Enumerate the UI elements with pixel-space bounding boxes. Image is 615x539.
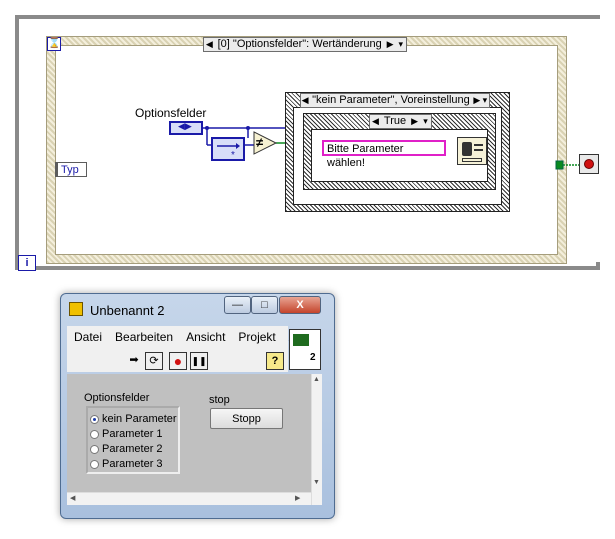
dialog-icon-line xyxy=(474,144,483,146)
dialog-icon-button xyxy=(462,158,482,162)
not-equal-node[interactable] xyxy=(253,131,278,155)
selector-prev-icon[interactable]: ◀ xyxy=(205,39,213,49)
block-diagram-wires xyxy=(203,123,580,170)
menu-bar: Datei Bearbeiten Ansicht Projekt Aus xyxy=(67,326,309,348)
horizontal-scrollbar[interactable]: ◀ ▶ xyxy=(67,492,311,505)
run-continuously-button[interactable]: ⟳ xyxy=(145,352,163,370)
radio-option-parameter-3[interactable]: Parameter 3 xyxy=(90,458,163,470)
event-case-label: [0] "Optionsfelder": Wertänderung xyxy=(217,38,382,50)
outer-prev-icon[interactable]: ◀ xyxy=(301,95,309,105)
inner-dropdown-icon[interactable]: ▾ xyxy=(423,116,428,126)
case-selector-outer[interactable]: ◀ "kein Parameter", Voreinstellung ▶ ▾ xyxy=(300,93,490,108)
radio-button-group xyxy=(86,406,180,474)
context-help-button[interactable]: ? xyxy=(266,352,284,370)
pause-button[interactable]: ❚❚ xyxy=(190,352,208,370)
outer-dropdown-icon[interactable]: ▾ xyxy=(482,95,488,105)
optionsfelder-terminal-label: Optionsfelder xyxy=(135,106,207,120)
outer-next-icon[interactable]: ▶ xyxy=(473,95,481,105)
radio-unselected-icon xyxy=(90,444,99,454)
event-case-selector[interactable]: ◀ [0] "Optionsfelder": Wertänderung ▶ ▾ xyxy=(203,37,407,52)
scroll-up-icon[interactable]: ▲ xyxy=(313,376,320,383)
stop-button-label: stop xyxy=(209,394,230,406)
optionsfelder-terminal[interactable]: ◀▶ xyxy=(169,121,203,135)
wire-junction-2 xyxy=(246,126,250,130)
one-button-dialog-icon[interactable] xyxy=(457,137,487,165)
labview-app-icon xyxy=(69,302,83,316)
inner-next-icon[interactable]: ▶ xyxy=(411,116,419,126)
wire-junction xyxy=(205,126,209,130)
radio-option-label: kein Parameter xyxy=(102,413,177,425)
default-node-arrowhead xyxy=(236,143,240,149)
inner-case-label: True xyxy=(383,115,407,127)
radio-option-label: Parameter 3 xyxy=(102,458,163,470)
radio-selected-icon xyxy=(90,414,99,424)
close-button[interactable]: X xyxy=(279,296,321,314)
window-title: Unbenannt 2 xyxy=(90,303,165,318)
abort-button[interactable]: ● xyxy=(169,352,187,370)
radio-option-label: Parameter 2 xyxy=(102,443,163,455)
stop-button[interactable]: Stopp xyxy=(210,408,283,429)
menu-datei[interactable]: Datei xyxy=(74,330,103,344)
dialog-icon-person xyxy=(462,142,472,156)
while-loop-corner xyxy=(596,262,600,270)
vi-icon[interactable]: 2 xyxy=(289,329,321,370)
vi-icon-number: 2 xyxy=(310,352,316,363)
case-selector-inner[interactable]: ◀ True ▶ ▾ xyxy=(369,114,432,129)
dialog-icon-line-2 xyxy=(474,149,483,151)
menu-projekt[interactable]: Projekt xyxy=(238,330,276,344)
scroll-left-icon[interactable]: ◀ xyxy=(70,495,76,502)
loop-stop-terminal[interactable] xyxy=(579,154,599,174)
default-node-glyph: * xyxy=(231,150,235,161)
stop-tunnel[interactable] xyxy=(555,160,564,170)
radio-option-label: Parameter 1 xyxy=(102,428,163,440)
scroll-right-icon[interactable]: ▶ xyxy=(295,495,301,502)
menu-bearbeiten[interactable]: Bearbeiten xyxy=(115,330,174,344)
default-value-node[interactable] xyxy=(211,137,245,161)
compare-symbol: ≠ xyxy=(256,135,264,150)
radio-option-parameter-2[interactable]: Parameter 2 xyxy=(90,443,163,455)
string-constant[interactable]: Bitte Parameter wählen! xyxy=(322,140,446,169)
vi-icon-screen xyxy=(293,334,309,346)
run-button[interactable]: ➡ xyxy=(129,354,139,366)
radio-option-kein-parameter[interactable]: kein Parameter xyxy=(90,413,177,425)
selector-next-icon[interactable]: ▶ xyxy=(386,39,394,49)
radio-option-parameter-1[interactable]: Parameter 1 xyxy=(90,428,163,440)
scroll-down-icon[interactable]: ▼ xyxy=(313,479,320,486)
radio-group-label: Optionsfelder xyxy=(84,392,150,404)
radio-unselected-icon xyxy=(90,429,99,439)
vertical-scrollbar[interactable]: ▲ ▼ xyxy=(311,374,322,505)
outer-case-label: "kein Parameter", Voreinstellung xyxy=(312,94,470,106)
event-data-type-node[interactable]: Typ xyxy=(55,162,87,177)
selector-dropdown-icon[interactable]: ▾ xyxy=(398,39,403,49)
radio-unselected-icon xyxy=(90,459,99,469)
ring-arrows-icon: ◀▶ xyxy=(178,121,192,131)
minimize-button[interactable]: — xyxy=(224,296,251,314)
menu-ansicht[interactable]: Ansicht xyxy=(186,330,226,344)
timeout-hourglass-icon[interactable]: ⌛ xyxy=(47,37,61,51)
maximize-button[interactable]: □ xyxy=(251,296,278,314)
inner-prev-icon[interactable]: ◀ xyxy=(372,116,379,126)
iteration-terminal[interactable]: i xyxy=(18,255,36,271)
